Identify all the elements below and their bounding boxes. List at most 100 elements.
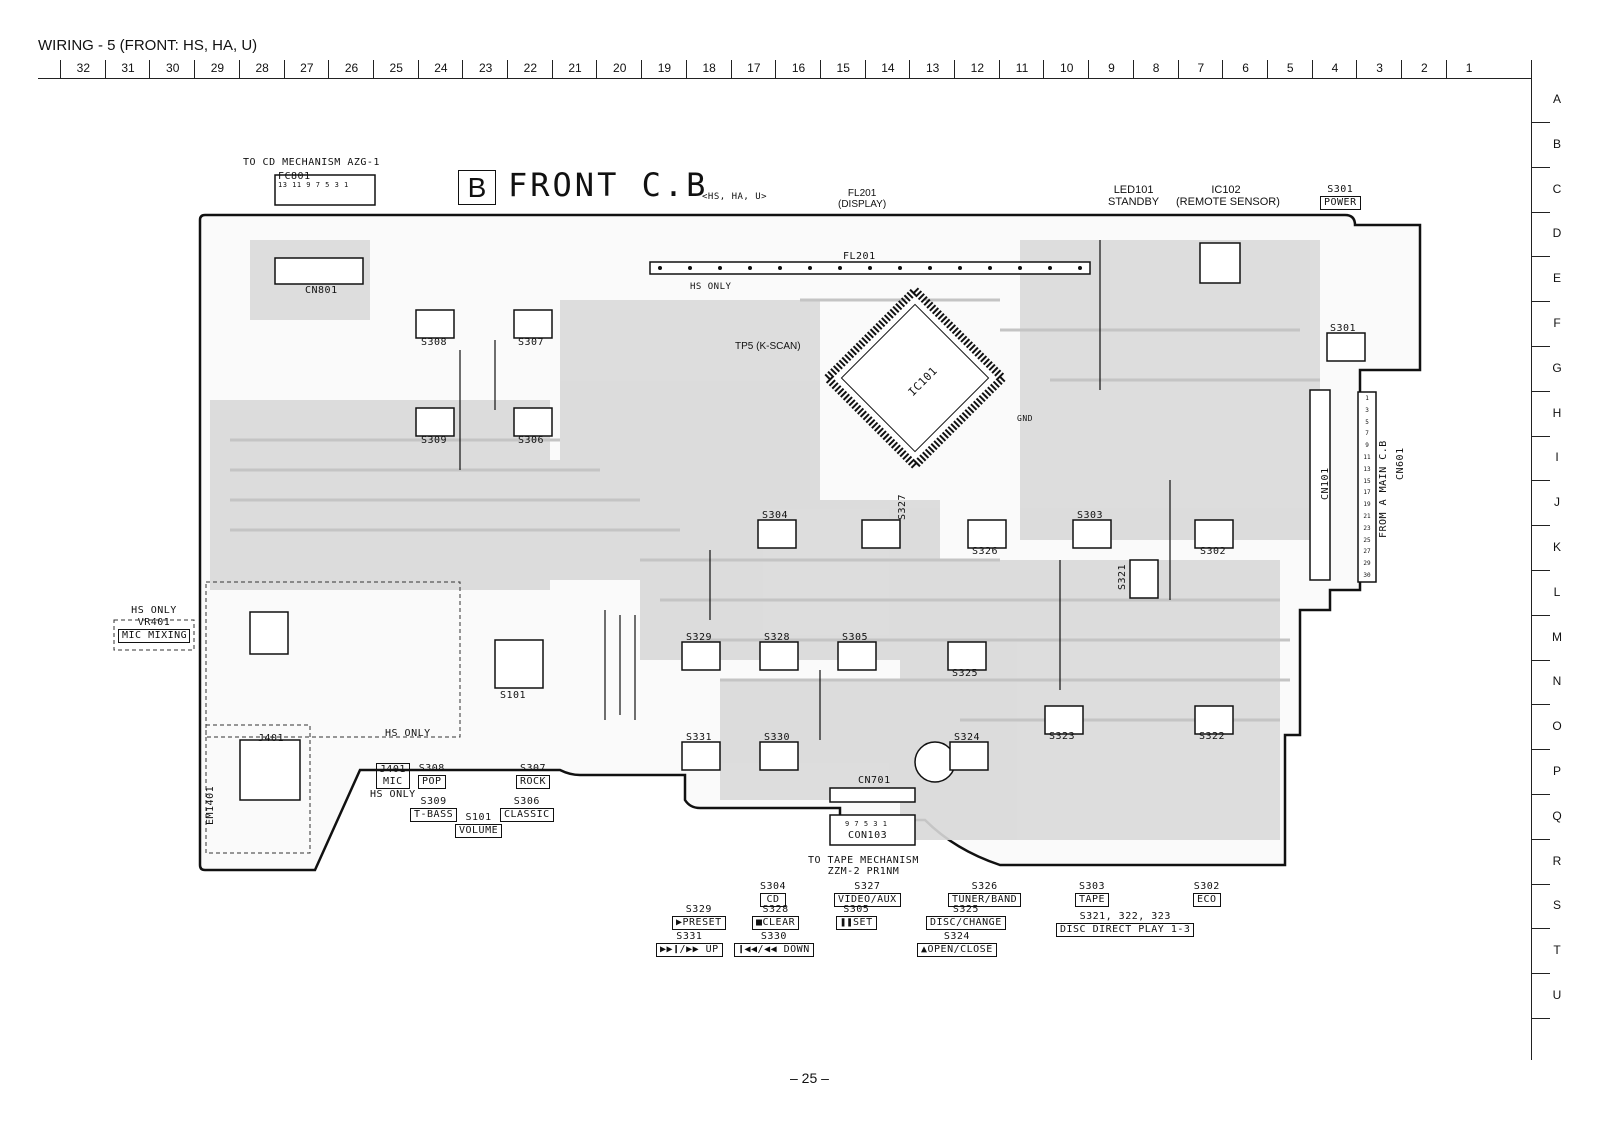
pcb-board-diagram — [113, 174, 1422, 872]
cn701-connector — [829, 787, 916, 803]
column-label: 2 — [1401, 60, 1447, 78]
column-label: 9 — [1088, 60, 1134, 78]
row-label: I — [1555, 450, 1559, 465]
switch-label-s101: S101 — [500, 690, 527, 701]
fl201-label: FL201 (DISPLAY) — [838, 188, 886, 210]
row-label: O — [1552, 719, 1562, 734]
row-tick — [1532, 122, 1550, 123]
column-label: 20 — [596, 60, 642, 78]
legend-s302: S302 ECO — [1193, 881, 1221, 907]
switch-label-s304: S304 — [762, 510, 789, 521]
row-label: K — [1552, 540, 1561, 554]
row-tick — [1532, 211, 1550, 213]
column-label: 21 — [551, 60, 598, 78]
fl201-pins — [658, 266, 1082, 270]
legend-s328-label: ■CLEAR — [752, 916, 800, 930]
row-label: J — [1554, 495, 1560, 510]
row-label: T — [1553, 943, 1561, 958]
switch-label-s303: S303 — [1077, 510, 1104, 521]
legend-s331-id: S331 — [676, 931, 703, 942]
cn601-pin: 13 — [1363, 465, 1371, 473]
legend-s309-id: S309 — [420, 796, 447, 807]
legend-s303-label: TAPE — [1075, 893, 1110, 907]
legend-s307: S307 ROCK — [516, 763, 551, 789]
legend-s302-label: ECO — [1193, 893, 1221, 907]
legend-s328-id: S328 — [762, 904, 789, 915]
row-label: E — [1552, 271, 1561, 286]
legend-s306-label: CLASSIC — [500, 808, 554, 822]
row-label: B — [1552, 136, 1561, 151]
row-tick — [1532, 346, 1550, 347]
cn601-pin: 7 — [1365, 430, 1369, 438]
switch-label-s328: S328 — [764, 632, 791, 643]
row-tick — [1532, 1018, 1550, 1019]
column-label: 1 — [1445, 60, 1492, 78]
cn101-connector — [1309, 389, 1331, 581]
cn101-label: CN101 — [1320, 467, 1331, 500]
row-label: L — [1553, 584, 1561, 599]
legend-s327-label: VIDEO/AUX — [834, 893, 901, 907]
legend-s326-id: S326 — [971, 881, 998, 892]
column-label: 14 — [864, 60, 911, 78]
cn601-pin: 19 — [1363, 501, 1371, 509]
legend-s330: S330 ❙◀◀/◀◀ DOWN — [734, 931, 814, 957]
switch-label-s330: S330 — [764, 732, 791, 743]
legend-s325: S325 DISC/CHANGE — [926, 904, 1006, 930]
column-label: 22 — [507, 60, 553, 78]
switch-footprints — [415, 309, 1366, 771]
cn601-pin: 17 — [1363, 489, 1371, 497]
row-label: M — [1552, 629, 1562, 644]
column-label: 12 — [954, 60, 1000, 78]
row-tick — [1532, 973, 1550, 975]
vr401-text: VR401 — [137, 617, 171, 628]
row-label: Q — [1552, 808, 1562, 823]
hs-only-text: HS ONLY — [131, 605, 177, 616]
switch-label-s321: S321 — [1117, 563, 1128, 590]
fc801-label: FC801 — [278, 171, 311, 182]
row-label: R — [1552, 853, 1562, 868]
column-label: 6 — [1222, 60, 1268, 78]
column-label: 17 — [730, 60, 777, 78]
legend-j401-id: J401 — [379, 764, 406, 775]
tape-note-line2: ZZM-2 PR1NM — [827, 866, 900, 877]
legend-s321-323-label: DISC DIRECT PLAY 1-3 — [1056, 923, 1195, 937]
legend-s101-label: VOLUME — [455, 824, 503, 838]
column-label: 5 — [1266, 60, 1313, 78]
row-label: N — [1552, 674, 1562, 689]
legend-s331-label: ▶▶❙/▶▶ UP — [656, 943, 723, 957]
legend-s308-id: S308 — [418, 763, 445, 774]
legend-s321-323-id: S321, 322, 323 — [1079, 911, 1171, 922]
column-label: 26 — [328, 60, 374, 78]
legend-s304-label: CD — [760, 893, 787, 907]
column-label: 30 — [149, 60, 195, 78]
cn601-pin: 15 — [1363, 477, 1371, 485]
tape-note-line1: TO TAPE MECHANISM — [808, 855, 919, 866]
switch-label-s305: S305 — [842, 632, 869, 643]
switch-label-s306: S306 — [518, 435, 545, 446]
cn701-label: CN701 — [858, 775, 891, 786]
ic102-desc: (REMOTE SENSOR) — [1176, 196, 1280, 208]
legend-s330-id: S330 — [760, 931, 787, 942]
legend-s330-label: ❙◀◀/◀◀ DOWN — [734, 943, 814, 957]
page-number: – 25 – — [790, 1070, 829, 1086]
legend-s324-label: ▲OPEN/CLOSE — [917, 943, 997, 957]
row-label: C — [1552, 181, 1562, 196]
legend-s302-id: S302 — [1193, 881, 1220, 892]
ic102-label: IC102 (REMOTE SENSOR) — [1176, 184, 1280, 208]
column-label: 32 — [60, 60, 106, 78]
s301-function: POWER — [1320, 196, 1361, 210]
legend-s329: S329 ▶PRESET — [672, 904, 726, 930]
legend-s325-label: DISC/CHANGE — [926, 916, 1006, 930]
row-label: F — [1553, 316, 1561, 330]
legend-s325-id: S325 — [952, 904, 979, 915]
led101-name: LED101 — [1113, 184, 1154, 196]
led101-label: LED101 STANDBY — [1108, 184, 1159, 208]
legend-j401-note: HS ONLY — [370, 789, 416, 800]
row-tick — [1532, 166, 1550, 168]
legend-s329-label: ▶PRESET — [672, 916, 726, 930]
j401-label: J401 — [258, 733, 285, 744]
cn601-label: CN601 — [1395, 447, 1406, 480]
jumper-wires — [459, 240, 1171, 740]
